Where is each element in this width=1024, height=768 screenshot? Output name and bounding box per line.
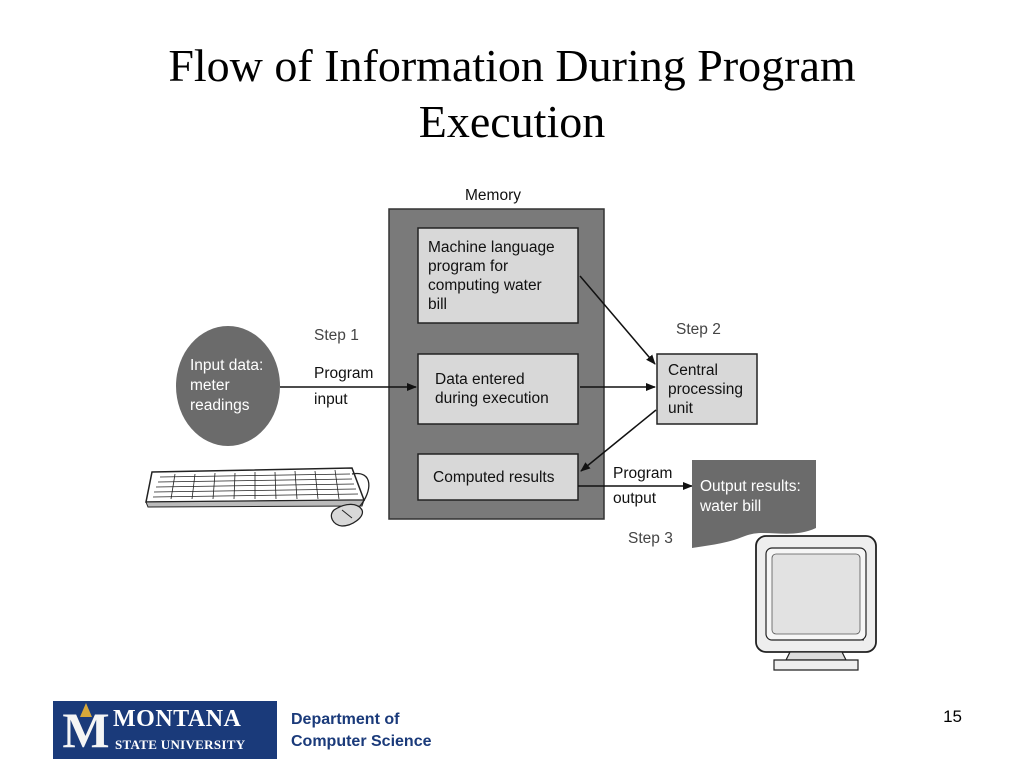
slide-title: Flow of Information During Program Execu… (0, 38, 1024, 150)
data-entered-line: during execution (435, 390, 549, 407)
program-box-line: program for (428, 258, 508, 275)
monitor-icon (755, 535, 877, 671)
output-results-line: water bill (699, 498, 761, 515)
keyboard-icon (145, 467, 366, 508)
input-data-line: meter (190, 377, 230, 394)
program-box (417, 227, 579, 324)
university-logo: M MONTANA STATE UNIVERSITY Department of… (53, 701, 463, 759)
logo-block: M MONTANA STATE UNIVERSITY (53, 701, 277, 759)
program-box-line: computing water (428, 277, 542, 294)
slide-title-line1: Flow of Information During Program (168, 40, 856, 91)
cpu-text: Central processing unit (668, 362, 747, 417)
department-line1: Department of (291, 711, 400, 728)
step3-label: Step 3 (628, 530, 673, 547)
logo-m-mark-icon: M (62, 702, 110, 758)
program-to-cpu-arrow (579, 275, 656, 365)
step2-label: Step 2 (676, 321, 721, 338)
memory-label: Memory (465, 187, 521, 204)
step1-label: Step 1 (314, 327, 359, 344)
slide-number: 15 (943, 707, 962, 726)
logo-peak-icon (80, 703, 92, 717)
output-results-line: Output results: (700, 478, 801, 495)
cpu-line: Central (668, 362, 718, 379)
cpu-to-results-arrow (580, 409, 657, 472)
data-entered-text: Data entered during execution (435, 371, 549, 407)
cpu-line: processing (668, 381, 743, 398)
program-box-line: Machine language (428, 239, 555, 256)
input-data-line: Input data: (190, 357, 263, 374)
slide-title-line2: Execution (418, 96, 606, 147)
program-box-line: bill (428, 296, 447, 313)
input-data-line: readings (190, 397, 250, 414)
program-output-line1: Program (613, 465, 672, 482)
department-name: Department of Computer Science (291, 709, 431, 753)
program-input-line2: input (314, 391, 348, 408)
program-input-line1: Program (314, 365, 373, 382)
computed-results-box (417, 453, 579, 501)
program-output-line2: output (613, 490, 657, 507)
input-data-circle (176, 326, 280, 446)
input-data-text: Input data: meter readings (190, 357, 268, 414)
logo-university-line1: MONTANA (113, 706, 242, 732)
cpu-line: unit (668, 400, 694, 417)
program-box-text: Machine language program for computing w… (428, 239, 559, 313)
data-entered-line: Data entered (435, 371, 525, 388)
cpu-box (656, 353, 758, 425)
department-line2: Computer Science (291, 733, 432, 750)
mouse-icon (330, 473, 370, 527)
computed-results-text: Computed results (433, 469, 555, 486)
data-entered-box (417, 353, 579, 425)
output-results-text: Output results: water bill (699, 478, 805, 515)
output-results-shape (692, 460, 816, 548)
logo-university-line2: STATE UNIVERSITY (115, 737, 246, 752)
